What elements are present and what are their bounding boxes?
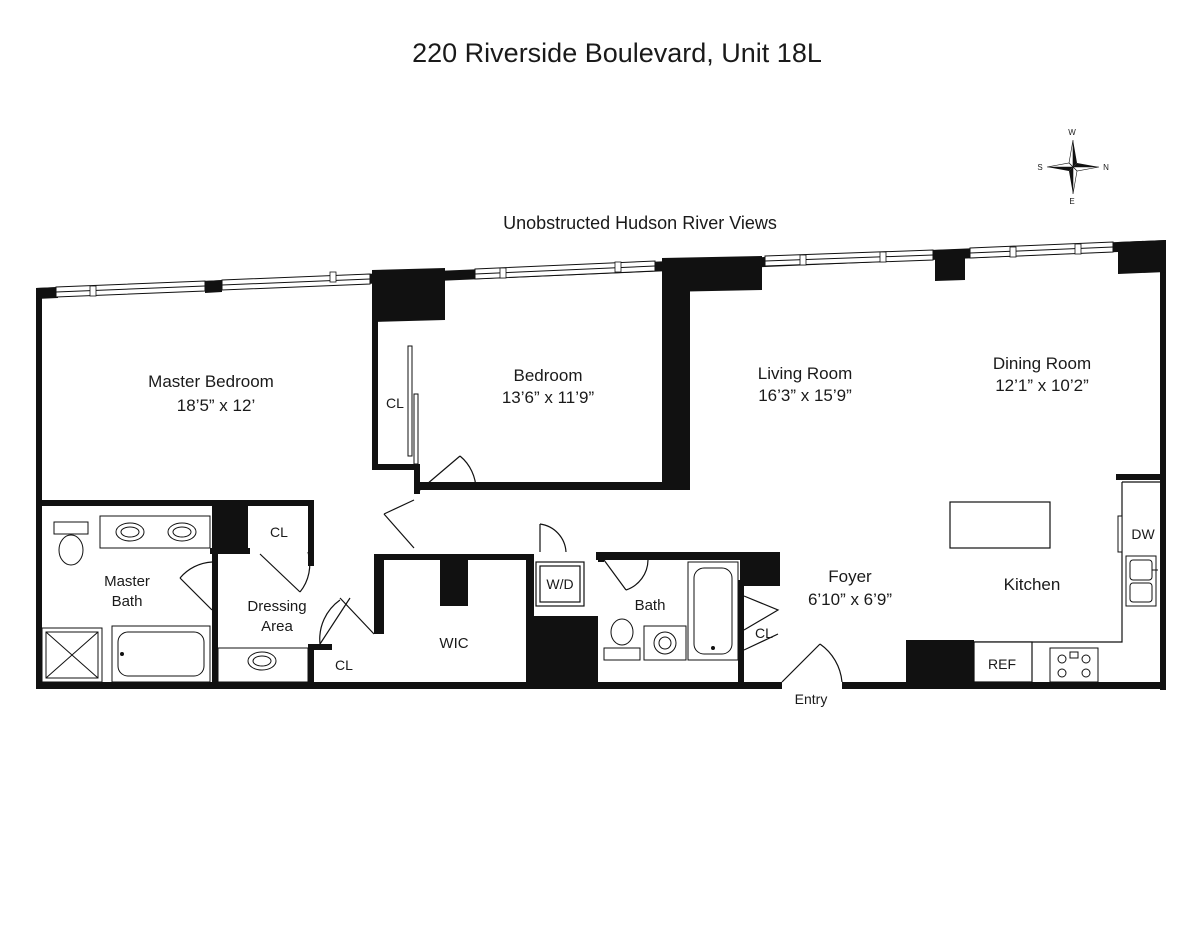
dressing-sink-icon — [217, 647, 309, 683]
compass-east-label: E — [1069, 197, 1074, 206]
bath-bathtub-icon — [687, 561, 739, 661]
doors — [179, 455, 843, 683]
compass-icon — [1046, 139, 1100, 195]
bedroom-label: Bedroom — [514, 366, 583, 385]
master-bath-toilet-icon — [53, 521, 89, 566]
bedroom-closet-doors — [407, 345, 419, 465]
refrigerator-icon — [973, 641, 1033, 683]
master-bath-vanity — [99, 515, 211, 549]
dressing-area-label-line2: Area — [261, 618, 293, 635]
master-bath-label-line2: Bath — [112, 593, 143, 610]
bath-vanity-icon — [643, 625, 687, 661]
stove-icon — [1049, 647, 1099, 683]
wic-label: WIC — [439, 635, 468, 652]
dressing-area-label-line1: Dressing — [247, 598, 306, 615]
washer-dryer-label: W/D — [546, 576, 573, 592]
interior-walls — [36, 262, 1166, 686]
refrigerator-label: REF — [988, 656, 1016, 672]
foyer-size: 6’10” x 6’9” — [808, 590, 892, 609]
compass-south-label: S — [1037, 163, 1042, 172]
foyer-closet-label: CL — [755, 625, 773, 641]
bath-label: Bath — [635, 597, 666, 614]
kitchen-label: Kitchen — [1004, 575, 1061, 594]
compass-north-label: N — [1103, 163, 1109, 172]
view-label: Unobstructed Hudson River Views — [503, 213, 777, 233]
windows — [55, 241, 1114, 298]
dishwasher-icon — [1117, 515, 1123, 553]
living-room-label: Living Room — [758, 364, 853, 383]
window-mullions — [89, 243, 1082, 297]
hall-closet-label: CL — [335, 657, 353, 673]
master-shower-icon — [41, 627, 103, 683]
kitchen-island — [949, 501, 1051, 549]
kitchen-sink-icon — [1125, 555, 1158, 607]
washer-dryer-icon — [535, 561, 585, 607]
bedroom-size: 13’6” x 11’9” — [502, 388, 595, 407]
plan-title: 220 Riverside Boulevard, Unit 18L — [412, 38, 822, 68]
bedroom-closet-label: CL — [386, 395, 404, 411]
living-room-size: 16’3” x 15’9” — [758, 386, 852, 405]
dining-room-size: 12’1” x 10’2” — [995, 376, 1089, 395]
exterior-walls — [36, 240, 1166, 690]
dining-room-label: Dining Room — [993, 354, 1091, 373]
foyer-label: Foyer — [828, 567, 872, 586]
master-bath-label-line1: Master — [104, 573, 150, 590]
dressing-closet-label: CL — [270, 524, 288, 540]
master-bathtub-icon — [111, 625, 211, 683]
dishwasher-label: DW — [1131, 526, 1155, 542]
bath-toilet-icon — [603, 618, 641, 661]
master-bedroom-label: Master Bedroom — [148, 372, 274, 391]
compass-west-label: W — [1068, 128, 1076, 137]
entry-label: Entry — [795, 691, 828, 707]
master-bedroom-size: 18’5” x 12’ — [177, 396, 255, 415]
